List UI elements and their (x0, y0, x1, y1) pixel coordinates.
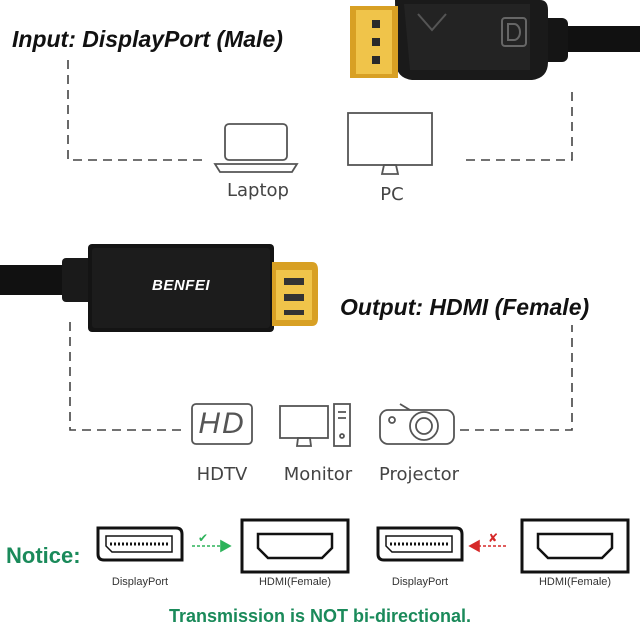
input-dashed-frame (67, 60, 573, 161)
check-icon: ✔ (198, 531, 209, 545)
device-label-projector: Projector (379, 464, 459, 485)
arrow-right-green (192, 539, 232, 553)
hd-badge: HD (198, 407, 246, 440)
dp-port-1 (96, 526, 184, 562)
device-label-hdtv: HDTV (196, 464, 248, 485)
cross-icon: ✘ (488, 531, 499, 545)
port-label-hdmi-1: HDMI(Female) (258, 576, 332, 588)
dp-logo-icon (501, 17, 527, 47)
transmission-note: Transmission is NOT bi-directional. (168, 606, 472, 626)
projector-icon (379, 403, 455, 445)
arrow-left-red (468, 539, 508, 553)
hdmi-port-2 (520, 518, 630, 574)
hdtv-icon (191, 403, 253, 445)
port-label-hdmi-2: HDMI(Female) (538, 576, 612, 588)
laptop-icon (213, 123, 299, 173)
cable-brand-logo: BENFEI (152, 277, 211, 294)
output-dashed-frame (69, 322, 573, 431)
notice-title: Notice: (6, 543, 81, 568)
displayport-cable (350, 0, 640, 80)
output-title: Output: HDMI (Female) (340, 294, 590, 320)
device-label-laptop: Laptop (227, 180, 289, 201)
port-label-dp-1: DisplayPort (111, 576, 169, 588)
port-label-dp-2: DisplayPort (391, 576, 449, 588)
input-title: Input: DisplayPort (Male) (12, 26, 283, 52)
hdmi-port-1 (240, 518, 350, 574)
device-label-pc: PC (380, 184, 404, 205)
device-label-monitor: Monitor (283, 464, 353, 485)
dp-port-2 (376, 526, 464, 562)
hdmi-cable (0, 244, 318, 332)
monitor-icon (279, 403, 351, 447)
pc-icon (347, 112, 433, 175)
